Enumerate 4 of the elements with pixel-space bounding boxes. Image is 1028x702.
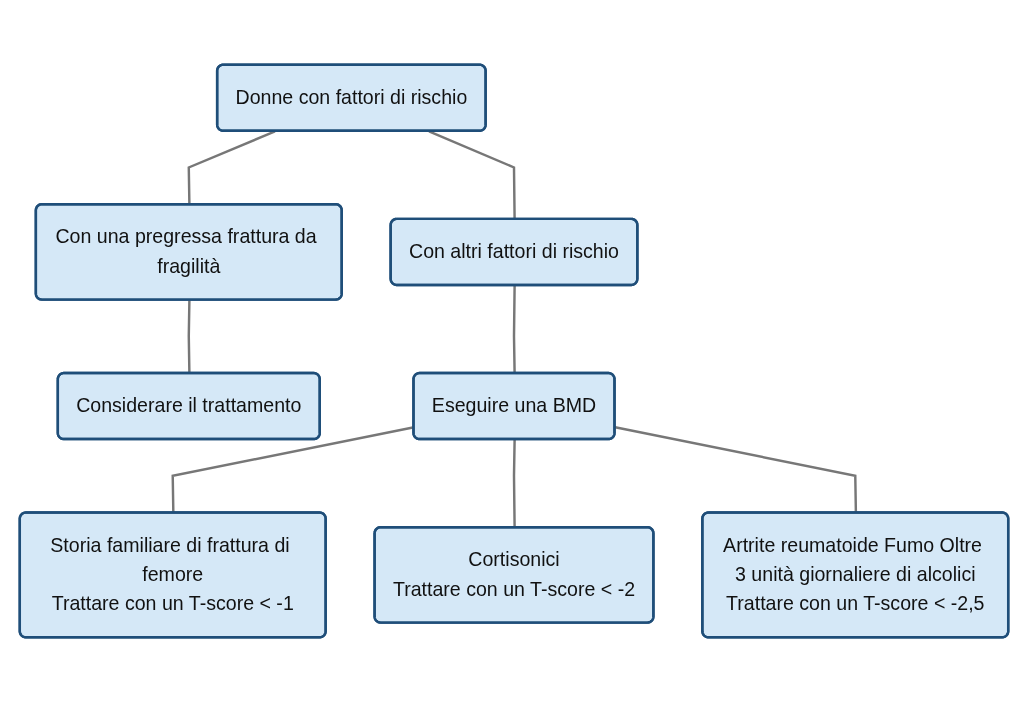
connector [187,300,191,374]
connector [512,285,516,374]
connector [512,439,516,528]
connector [187,130,276,205]
